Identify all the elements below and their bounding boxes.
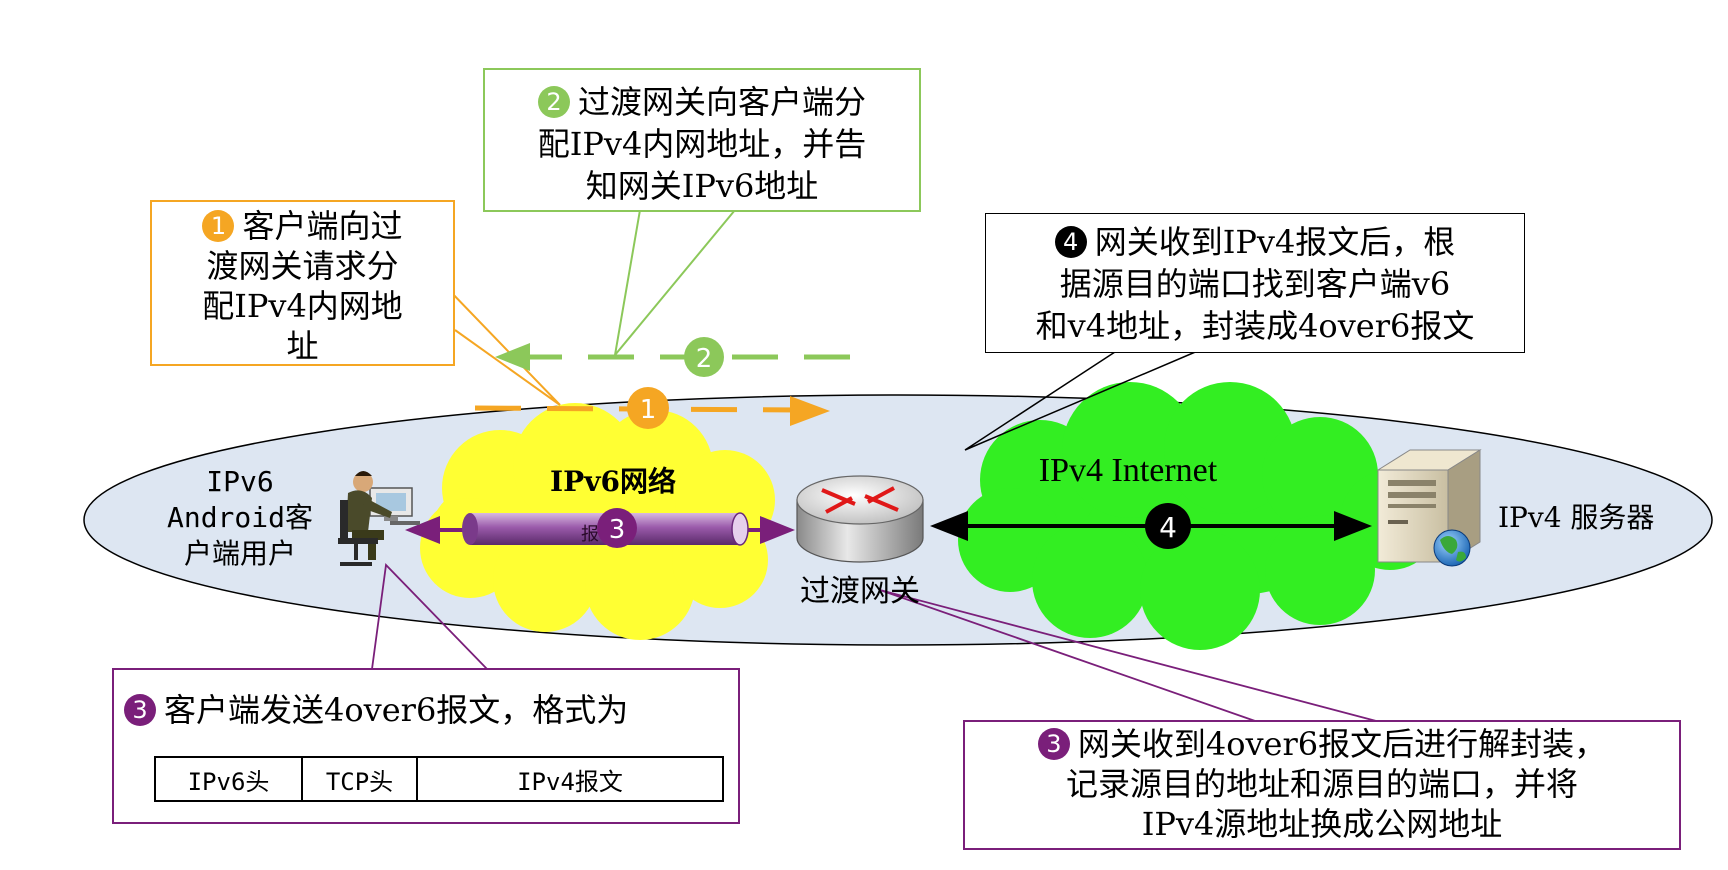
step1-line-2: 渡网关请求分 bbox=[206, 247, 399, 285]
step1-line-3: 配IPv4内网地 bbox=[202, 287, 403, 325]
step3-gateway-badge: 3 bbox=[1037, 728, 1070, 760]
step2-pointer bbox=[613, 209, 736, 359]
step3-client-pointer bbox=[371, 563, 488, 670]
packet-format-table: IPv6头 TCP头 IPv4报文 bbox=[154, 756, 724, 802]
step3-gateway-line-2: 记录源目的地址和源目的端口，并将 bbox=[1065, 765, 1578, 803]
arrow-4-head-left bbox=[930, 511, 968, 541]
arrow-2-badge bbox=[684, 337, 724, 377]
client-label-line-2: Android客 bbox=[167, 501, 313, 534]
step4-pointer bbox=[964, 349, 1201, 451]
arrow-3-head-left bbox=[405, 516, 440, 544]
packet-ipv6-header: IPv6头 bbox=[154, 756, 303, 802]
step2-line-3: 知网关IPv6地址 bbox=[585, 167, 819, 205]
client-user-icon bbox=[338, 471, 420, 566]
step1-line-4: 址 bbox=[286, 327, 319, 365]
packet-ipv4-payload: IPv4报文 bbox=[416, 756, 724, 802]
arrow-3-num: 3 bbox=[609, 515, 626, 545]
arrow-2-head bbox=[495, 343, 530, 371]
packet-format-row: IPv6头 TCP头 IPv4报文 bbox=[154, 756, 724, 802]
arrow-4-badge bbox=[1145, 503, 1191, 549]
step3-gateway-line-3: IPv4源地址换成公网地址 bbox=[1141, 805, 1503, 843]
tunnel-glyph: 报 bbox=[581, 524, 599, 545]
step3-gateway-pointer bbox=[879, 589, 1381, 723]
step2-line-2: 配IPv4内网地址，并告 bbox=[537, 125, 867, 163]
client-label-line-3: 户端用户 bbox=[184, 537, 296, 570]
client-label-line-1: IPv6 bbox=[206, 465, 273, 498]
step2-badge: 2 bbox=[537, 86, 570, 118]
ipv4-internet-label: IPv4 Internet bbox=[1039, 452, 1218, 489]
router-icon bbox=[796, 475, 924, 563]
step4-line-3: 和v4地址，封装成4over6报文 bbox=[1035, 307, 1475, 345]
arrow-2-num: 2 bbox=[696, 344, 713, 374]
arrow-1-badge bbox=[627, 387, 669, 429]
step3-client-badge: 3 bbox=[124, 694, 156, 726]
arrow-1-num: 1 bbox=[640, 395, 657, 425]
server-label: IPv4 服务器 bbox=[1498, 501, 1654, 534]
arrow-4-head-right bbox=[1334, 511, 1372, 541]
server-icon bbox=[1376, 449, 1482, 567]
step1-badge: 1 bbox=[202, 210, 235, 242]
packet-tcp-header: TCP头 bbox=[301, 756, 418, 802]
ipv6-network-label: IPv6网络 bbox=[550, 465, 676, 498]
gateway-label: 过渡网关 bbox=[800, 574, 920, 609]
arrow-3-head-right bbox=[760, 516, 795, 544]
arrow-3-badge bbox=[597, 508, 637, 548]
arrow-1-head bbox=[790, 396, 830, 426]
arrow-4-num: 4 bbox=[1159, 511, 1177, 544]
step4-line-2: 据源目的端口找到客户端v6 bbox=[1059, 265, 1451, 303]
step1-pointer bbox=[419, 259, 561, 406]
step4-badge: 4 bbox=[1054, 226, 1087, 258]
